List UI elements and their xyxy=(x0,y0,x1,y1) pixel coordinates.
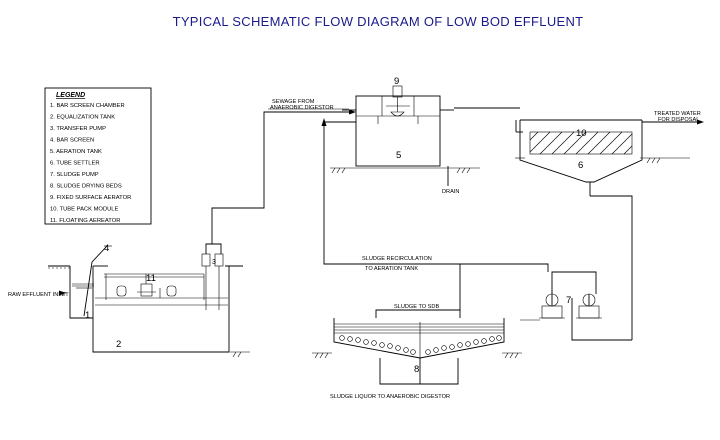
legend-item: 3. TRANSFER PUMP xyxy=(50,126,106,132)
sludge-drying-beds xyxy=(333,318,505,385)
recirc-label-2: TO AERATION TANK xyxy=(365,266,418,272)
recirc-arrow xyxy=(321,118,327,126)
label-number-3: 3 xyxy=(212,259,216,266)
liquor-label: SLUDGE LIQUOR TO ANAEROBIC DIGESTOR xyxy=(330,394,450,400)
label-number-11: 11 xyxy=(146,273,156,284)
legend-item: 7. SLUDGE PUMP xyxy=(50,172,99,178)
treated-arrow xyxy=(697,119,704,125)
legend-item: 1. BAR SCREEN CHAMBER xyxy=(50,103,125,109)
transfer-pump xyxy=(201,243,224,310)
legend-item: 2. EQUALIZATION TANK xyxy=(50,115,115,121)
legend-box xyxy=(44,87,152,225)
legend-item: 8. SLUDGE DRYING BEDS xyxy=(50,184,122,190)
sewage-label-1: SEWAGE FROM xyxy=(272,99,315,105)
label-number-7: 7 xyxy=(566,295,571,306)
legend-item: 10. TUBE PACK MODULE xyxy=(50,207,119,213)
label-number-2: 2 xyxy=(116,339,121,350)
drain-label: DRAIN xyxy=(442,189,459,195)
label-number-5: 5 xyxy=(396,150,401,161)
sewage-label-2: ANAEROBIC DIGESTOR xyxy=(270,105,334,111)
label-number-9: 9 xyxy=(394,76,399,87)
raw-effluent-label: RAW EFFLUENT INLET xyxy=(8,292,69,298)
sludge-sdb-label: SLUDGE TO SDB xyxy=(394,304,439,310)
legend-heading: LEGEND xyxy=(56,92,85,99)
tube-settler xyxy=(515,119,643,340)
legend-item: 5. AERATION TANK xyxy=(50,149,102,155)
ground-marks xyxy=(230,157,690,359)
legend: LEGEND 1. BAR SCREEN CHAMBER 2. EQUALIZA… xyxy=(44,87,152,225)
sludge-recirculation-pipe xyxy=(323,122,549,272)
label-number-10: 10 xyxy=(576,128,587,139)
treated-label-1: TREATED WATER xyxy=(654,111,701,117)
tube-pack-module xyxy=(529,131,633,155)
aeration-tank xyxy=(342,85,454,186)
bar-screen xyxy=(83,245,112,317)
label-number-1: 1 xyxy=(85,310,90,321)
legend-item: 4. BAR SCREEN xyxy=(50,138,94,144)
label-number-4: 4 xyxy=(104,243,109,254)
sludge-to-sdb-pipe xyxy=(375,264,461,318)
transfer-pipe xyxy=(211,111,352,244)
label-number-6: 6 xyxy=(578,160,583,171)
legend-item: 9. FIXED SURFACE AERATOR xyxy=(50,195,131,201)
sewage-arrow xyxy=(349,109,356,115)
treated-label-2: FOR DISPOSAL xyxy=(658,117,699,123)
diagram-title: TYPICAL SCHEMATIC FLOW DIAGRAM OF LOW BO… xyxy=(173,14,584,29)
label-number-8: 8 xyxy=(414,364,419,375)
sludge-pump xyxy=(520,271,632,341)
bar-screen-chamber xyxy=(48,265,94,319)
legend-item: 6. TUBE SETTLER xyxy=(50,161,100,167)
legend-item: 11. FLOATING AEREATOR xyxy=(50,218,120,224)
recirc-label-1: SLUDGE RECIRCULATION xyxy=(362,256,432,262)
